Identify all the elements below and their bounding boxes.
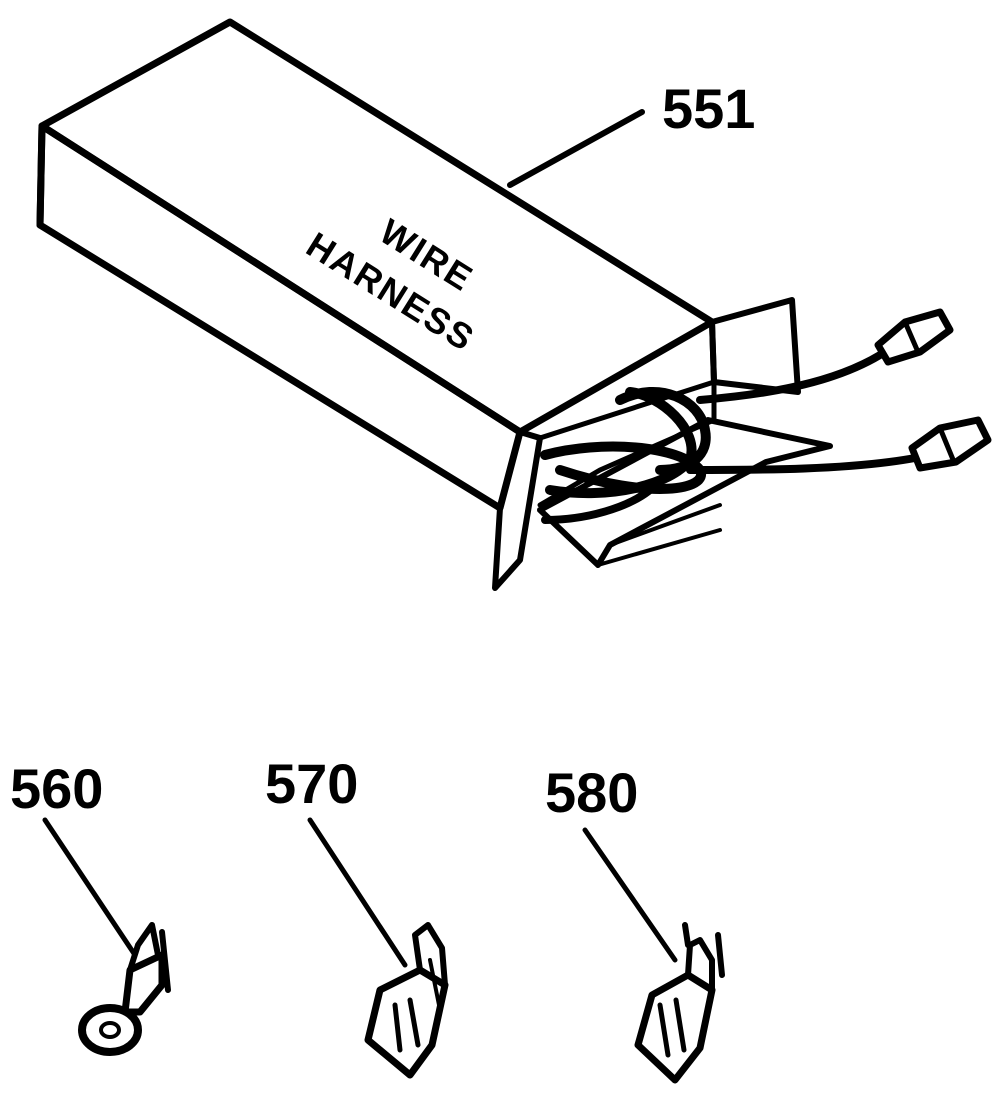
flag-terminal-icon <box>364 922 449 1079</box>
wire-harness-box: WIRE HARNESS <box>36 18 992 591</box>
callout-580: 580 <box>545 761 638 824</box>
leader-line-580 <box>582 827 678 963</box>
female-connector-icon <box>874 308 954 366</box>
lead-wires <box>686 308 992 474</box>
box-label: WIRE HARNESS <box>300 211 483 360</box>
callout-560: 560 <box>10 757 103 820</box>
callout-551: 551 <box>662 77 755 140</box>
female-connector-icon <box>908 416 992 472</box>
female-terminal-icon <box>634 922 725 1084</box>
ring-terminal-icon <box>78 922 171 1056</box>
leader-line-570 <box>307 817 408 968</box>
leader-line-560 <box>42 817 138 958</box>
leader-line-551 <box>507 109 645 188</box>
callout-570: 570 <box>265 752 358 815</box>
